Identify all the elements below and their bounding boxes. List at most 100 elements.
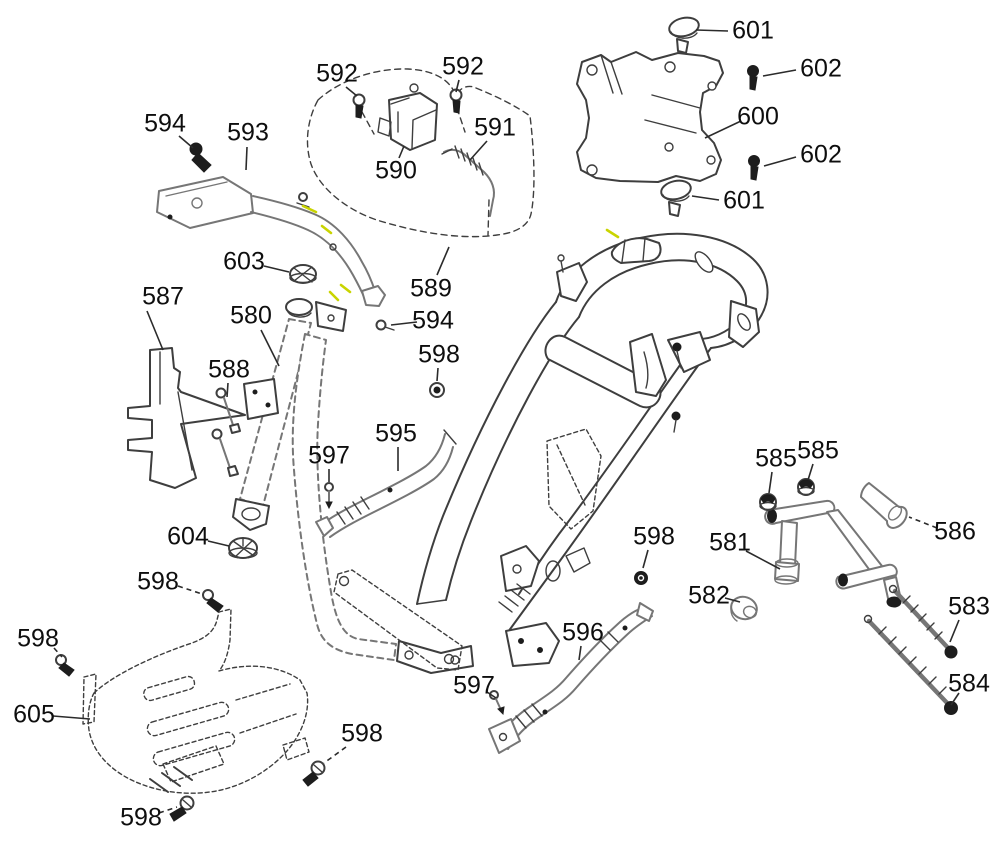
part-590-drawing bbox=[377, 83, 438, 151]
part-label-598: 598 bbox=[418, 340, 460, 369]
part-592-screw-right bbox=[449, 88, 463, 114]
leader-line-601 bbox=[695, 29, 729, 32]
leader-line-586 bbox=[908, 516, 938, 529]
part-label-587: 587 bbox=[142, 282, 184, 311]
part-label-583: 583 bbox=[948, 592, 990, 621]
part-label-598: 598 bbox=[633, 522, 675, 551]
leader-line-598 bbox=[436, 367, 439, 382]
part-label-600: 600 bbox=[737, 102, 779, 131]
frame-downtube-drawing bbox=[291, 333, 397, 661]
part-598-bolt-c bbox=[169, 795, 195, 822]
leader-line-598 bbox=[53, 647, 63, 658]
part-605-drawing bbox=[82, 608, 310, 794]
part-label-597: 597 bbox=[453, 671, 495, 700]
leader-line-585 bbox=[768, 471, 773, 494]
part-label-605: 605 bbox=[13, 700, 55, 729]
part-594-bolt-left bbox=[189, 142, 212, 173]
leader-line-603 bbox=[263, 265, 290, 273]
leader-line-590 bbox=[398, 145, 405, 159]
part-601-grommet-bottom bbox=[660, 179, 692, 217]
leader-line-598 bbox=[323, 746, 347, 764]
leader-line-583 bbox=[949, 619, 960, 643]
leader-line-587 bbox=[146, 310, 164, 351]
part-label-602: 602 bbox=[800, 54, 842, 83]
leader-line-582 bbox=[724, 597, 741, 603]
part-585-cap-left bbox=[759, 493, 777, 511]
leader-line-596 bbox=[578, 645, 582, 661]
part-label-593: 593 bbox=[227, 118, 269, 147]
part-586-drawing bbox=[860, 482, 908, 529]
part-label-590: 590 bbox=[375, 156, 417, 185]
leader-line-588 bbox=[226, 382, 229, 398]
part-label-584: 584 bbox=[948, 669, 990, 698]
part-label-598: 598 bbox=[120, 803, 162, 832]
part-598-bolt-d bbox=[302, 760, 326, 787]
part-602-bolt-top bbox=[747, 65, 759, 91]
part-582-drawing bbox=[730, 595, 758, 622]
leader-line-593 bbox=[245, 146, 248, 171]
leader-line-598 bbox=[158, 806, 178, 814]
part-label-601: 601 bbox=[732, 16, 774, 45]
part-label-581: 581 bbox=[709, 528, 751, 557]
part-598-nut-right bbox=[634, 571, 648, 585]
part-588-drawing bbox=[211, 378, 279, 477]
part-label-580: 580 bbox=[230, 301, 272, 330]
part-584-drawing bbox=[863, 614, 958, 715]
leader-line-600 bbox=[704, 120, 742, 139]
part-label-603: 603 bbox=[223, 247, 265, 276]
part-593-drawing bbox=[156, 176, 386, 307]
part-label-592: 592 bbox=[316, 59, 358, 88]
leader-line-602 bbox=[762, 69, 797, 77]
leader-line-598 bbox=[642, 549, 649, 569]
part-label-595: 595 bbox=[375, 419, 417, 448]
part-label-597: 597 bbox=[308, 441, 350, 470]
leader-line-592 bbox=[345, 86, 358, 97]
part-603-drawing bbox=[289, 264, 317, 284]
part-604-drawing bbox=[228, 537, 258, 559]
part-label-602: 602 bbox=[800, 140, 842, 169]
part-label-585: 585 bbox=[797, 436, 839, 465]
part-600-drawing bbox=[576, 51, 724, 183]
part-596-drawing bbox=[488, 602, 654, 754]
leader-line-585 bbox=[807, 463, 814, 481]
part-594-bolt-mid bbox=[375, 319, 395, 331]
part-595-drawing bbox=[315, 429, 457, 538]
leader-line-598 bbox=[177, 585, 203, 595]
part-597-bolt-bottom bbox=[489, 690, 505, 716]
frame-body-drawing bbox=[333, 228, 769, 674]
part-598-bolt-a bbox=[202, 589, 224, 613]
part-label-601: 601 bbox=[723, 186, 765, 215]
leader-line-581 bbox=[745, 550, 781, 570]
leader-line-589 bbox=[436, 246, 450, 276]
leader-line-591 bbox=[469, 140, 488, 161]
part-label-592: 592 bbox=[442, 52, 484, 81]
part-label-586: 586 bbox=[934, 517, 976, 546]
leader-line-602 bbox=[763, 156, 797, 167]
part-label-598: 598 bbox=[17, 624, 59, 653]
part-label-585: 585 bbox=[755, 444, 797, 473]
part-598-bolt-b bbox=[55, 654, 75, 677]
part-label-598: 598 bbox=[341, 719, 383, 748]
part-label-582: 582 bbox=[688, 581, 730, 610]
part-581-drawing bbox=[764, 499, 902, 608]
leader-line-580 bbox=[260, 329, 280, 367]
part-592-screw-left bbox=[352, 93, 366, 119]
leader-line-601 bbox=[691, 195, 720, 201]
part-label-591: 591 bbox=[474, 113, 516, 142]
part-label-594: 594 bbox=[144, 109, 186, 138]
part-598-washer-mid bbox=[429, 382, 445, 398]
leader-lines-layer bbox=[52, 29, 960, 814]
part-602-bolt-bottom bbox=[748, 155, 760, 181]
part-589-drawing bbox=[306, 68, 535, 238]
part-587-drawing bbox=[127, 347, 246, 489]
part-583-drawing bbox=[888, 584, 958, 659]
part-601-grommet-top bbox=[668, 16, 700, 54]
part-label-589: 589 bbox=[410, 274, 452, 303]
part-label-588: 588 bbox=[208, 355, 250, 384]
leader-line-592 bbox=[455, 79, 460, 93]
leader-line-605 bbox=[52, 715, 91, 720]
part-597-bolt-mid bbox=[324, 482, 334, 510]
leader-line-597 bbox=[486, 691, 497, 699]
